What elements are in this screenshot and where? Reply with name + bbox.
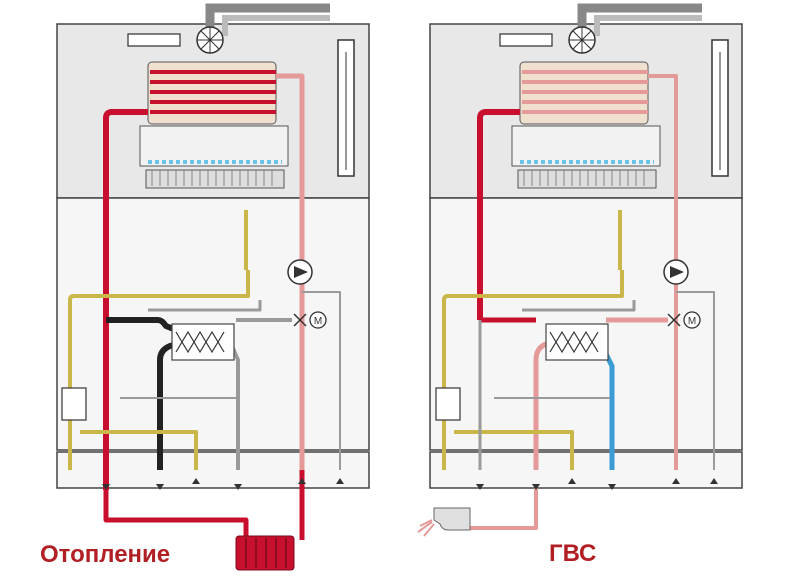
burner-icon: [511, 125, 661, 189]
connection-arrows: [102, 478, 344, 490]
gas-valve-icon: [61, 387, 87, 421]
caption-heating: Отопление: [40, 541, 171, 568]
plate-heat-exchanger: [545, 323, 609, 361]
fan-icon: [127, 3, 330, 54]
burner-icon: [139, 125, 289, 189]
connection-arrows: [476, 478, 718, 490]
motor-valve-icon: M: [293, 311, 327, 329]
pump-icon: [663, 259, 689, 285]
svg-text:M: M: [688, 316, 696, 327]
faucet-icon: [417, 507, 471, 537]
plate-heat-exchanger: [171, 323, 235, 361]
heat-exchanger-icon: [147, 61, 277, 125]
pump-icon: [287, 259, 313, 285]
fan-icon: [499, 3, 702, 54]
hot-water-pipes: [442, 74, 715, 530]
expansion-tank-icon: [711, 39, 729, 177]
boiler-heating-mode: M: [56, 3, 370, 571]
radiator-icon: [235, 535, 295, 571]
boiler-hot-water-mode: M: [417, 3, 743, 537]
caption-hot-water: ГВС: [549, 540, 597, 567]
motor-valve-icon: M: [667, 311, 701, 329]
heating-pipes: [68, 73, 341, 540]
heat-exchanger-icon: [519, 61, 649, 125]
gas-valve-icon: [435, 387, 461, 421]
svg-text:M: M: [314, 316, 322, 327]
boiler-connection-bar: [429, 451, 743, 489]
expansion-tank-icon: [337, 39, 355, 177]
